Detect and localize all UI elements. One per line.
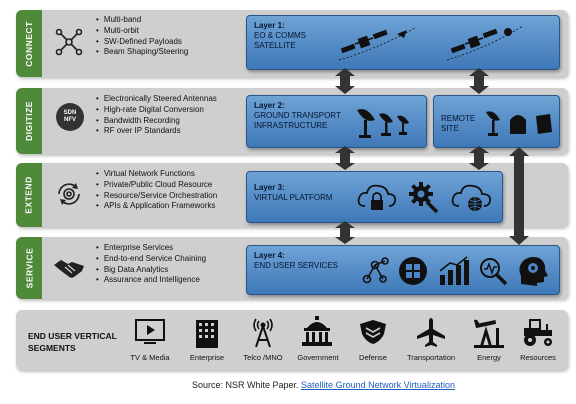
cloud-globe-icon [451, 184, 491, 211]
remote-site-box: REMOTE SITE [433, 95, 560, 148]
bullet-item: Virtual Network Functions [96, 169, 217, 180]
connector-arrows [335, 68, 529, 245]
tv-media-icon [135, 319, 165, 344]
connected-nodes-icon [362, 257, 389, 284]
layer2-title: Layer 2:GROUND TRANSPORT INFRASTRUCTURE [254, 101, 341, 130]
layer4-box: Layer 4:END USER SERVICES [246, 245, 560, 295]
bullet-item: Multi-band [96, 15, 188, 26]
layer1-title: Layer 1:EO & COMMS SATELLITE [254, 21, 307, 50]
sdn-nfv-icon: SDN NFV [56, 103, 84, 131]
source-link[interactable]: Satellite Ground Network Virtualization [301, 380, 455, 390]
layer3-box: Layer 3:VIRTUAL PLATFORM [246, 171, 503, 223]
bullet-item: Bandwidth Recording [96, 116, 217, 127]
layer1-box: Layer 1:EO & COMMS SATELLITE [246, 15, 560, 70]
service-tab: SERVICE [16, 237, 42, 299]
segment-label: Resources [520, 353, 556, 362]
layer2-box: Layer 2:GROUND TRANSPORT INFRASTRUCTURE [246, 95, 427, 148]
extend-tab: EXTEND [16, 163, 42, 227]
sdn-nfv-label: SDN NFV [63, 110, 77, 123]
source-prefix: Source: NSR White Paper. [192, 380, 302, 390]
cloud-lock-icon [357, 184, 397, 210]
bullet-item: Resource/Service Orchestration [96, 191, 217, 202]
head-gear-icon [519, 257, 548, 286]
bullet-item: Assurance and Intelligence [96, 275, 206, 286]
bullet-item: Enterprise Services [96, 243, 206, 254]
satellite-dishes-icon [357, 109, 409, 138]
bullet-item: RF over IP Standards [96, 126, 217, 137]
extend-bullets: Virtual Network Functions Private/Public… [96, 169, 217, 212]
government-building-icon [302, 316, 332, 346]
telco-tower-icon [253, 318, 273, 348]
enterprise-icon [196, 320, 218, 348]
remote-site-icon [486, 111, 552, 136]
bullet-item: Private/Public Cloud Resource [96, 180, 217, 191]
connect-bullets: Multi-band Multi-orbit SW-Defined Payloa… [96, 15, 189, 58]
gear-cycle-icon [58, 183, 80, 205]
connect-tab: CONNECT [16, 10, 42, 77]
gear-wrench-icon [409, 182, 439, 214]
defense-shield-icon [360, 320, 386, 344]
bullet-item: End-to-end Service Chaining [96, 254, 206, 265]
bullet-item: Electronically Steered Antennas [96, 94, 217, 105]
verticals-label: END USER VERTICAL SEGMENTS [28, 331, 117, 353]
segment-label: Government [297, 353, 339, 362]
satellite-icon [446, 25, 524, 61]
source-caption: Source: NSR White Paper. Satellite Groun… [192, 380, 455, 390]
service-bullets: Enterprise Services End-to-end Service C… [96, 243, 206, 286]
satellite-icon [338, 27, 416, 61]
airplane-icon [417, 318, 445, 347]
bullet-item: Big Data Analytics [96, 265, 206, 276]
bullet-item: Beam Shaping/Steering [96, 47, 189, 58]
segment-label: Enterprise [189, 353, 225, 362]
segment-label: Telco /MNO [243, 353, 283, 362]
network-nodes-icon [55, 28, 83, 56]
apps-grid-icon [399, 257, 427, 285]
bullet-item: APIs & Application Frameworks [96, 201, 217, 212]
growth-chart-icon [439, 256, 469, 285]
segment-label: TV & Media [130, 353, 170, 362]
layer4-title: Layer 4:END USER SERVICES [254, 251, 338, 270]
tractor-icon [524, 319, 552, 346]
segment-label: Energy [477, 353, 501, 362]
digitize-bullets: Electronically Steered Antennas High-rat… [96, 94, 217, 137]
bullet-item: SW-Defined Payloads [96, 37, 188, 48]
analytics-magnifier-icon [480, 258, 508, 286]
bullet-item: Multi-orbit [96, 26, 188, 37]
segment-label: Transportation [406, 353, 456, 362]
oil-pump-icon [474, 319, 504, 348]
bullet-item: High-rate Digital Conversion [96, 105, 217, 116]
digitize-tab: DIGITIZE [16, 88, 42, 154]
segment-label: Defense [359, 353, 387, 362]
layer3-title: Layer 3:VIRTUAL PLATFORM [254, 183, 333, 202]
remote-site-title: REMOTE SITE [441, 114, 476, 133]
handshake-icon [54, 260, 84, 278]
